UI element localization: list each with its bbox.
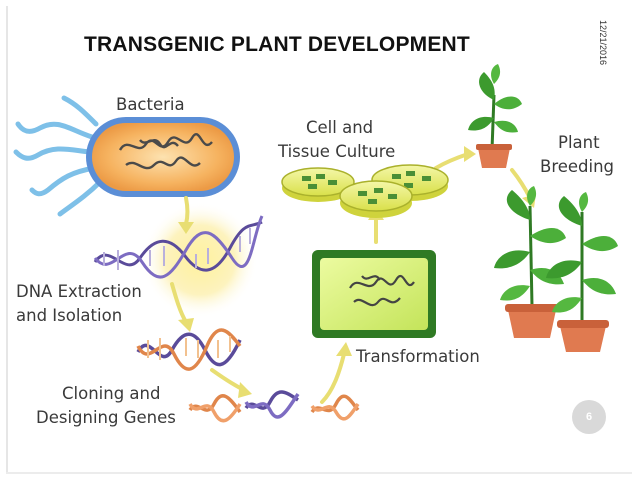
- transformation-box: [312, 250, 436, 338]
- cloned-gene-fragments: [188, 390, 360, 423]
- label-dna-extraction-line1: DNA Extraction: [16, 282, 142, 301]
- page-number-badge: 6: [572, 400, 606, 434]
- label-transformation: Transformation: [355, 347, 480, 366]
- label-plant-breeding-line1: Plant: [558, 133, 600, 152]
- bacteria-cell: [86, 117, 240, 197]
- label-cell-culture-line1: Cell and: [306, 118, 373, 137]
- extraction-glow: [142, 202, 258, 318]
- dna-helix-extracted: [93, 215, 264, 279]
- young-plant: [468, 64, 522, 168]
- slide-frame-left: [6, 6, 8, 473]
- label-bacteria: Bacteria: [116, 95, 185, 114]
- slide-date: 12/21/2016: [598, 20, 608, 66]
- label-cloning-line2: Designing Genes: [36, 408, 176, 427]
- mature-plant-left: [494, 186, 566, 338]
- label-cloning-line1: Cloning and: [62, 384, 160, 403]
- label-dna-extraction-line2: and Isolation: [16, 306, 122, 325]
- mature-plant-right: [546, 192, 618, 352]
- slide-title: TRANSGENIC PLANT DEVELOPMENT: [84, 33, 470, 56]
- slide-frame-bottom: [6, 472, 632, 474]
- label-plant-breeding-line2: Breeding: [540, 157, 614, 176]
- bacteria-flagella: [13, 95, 103, 217]
- label-cell-culture-line2: Tissue Culture: [277, 142, 395, 161]
- dna-helix-isolated: [136, 328, 242, 371]
- petri-dishes: [281, 164, 449, 218]
